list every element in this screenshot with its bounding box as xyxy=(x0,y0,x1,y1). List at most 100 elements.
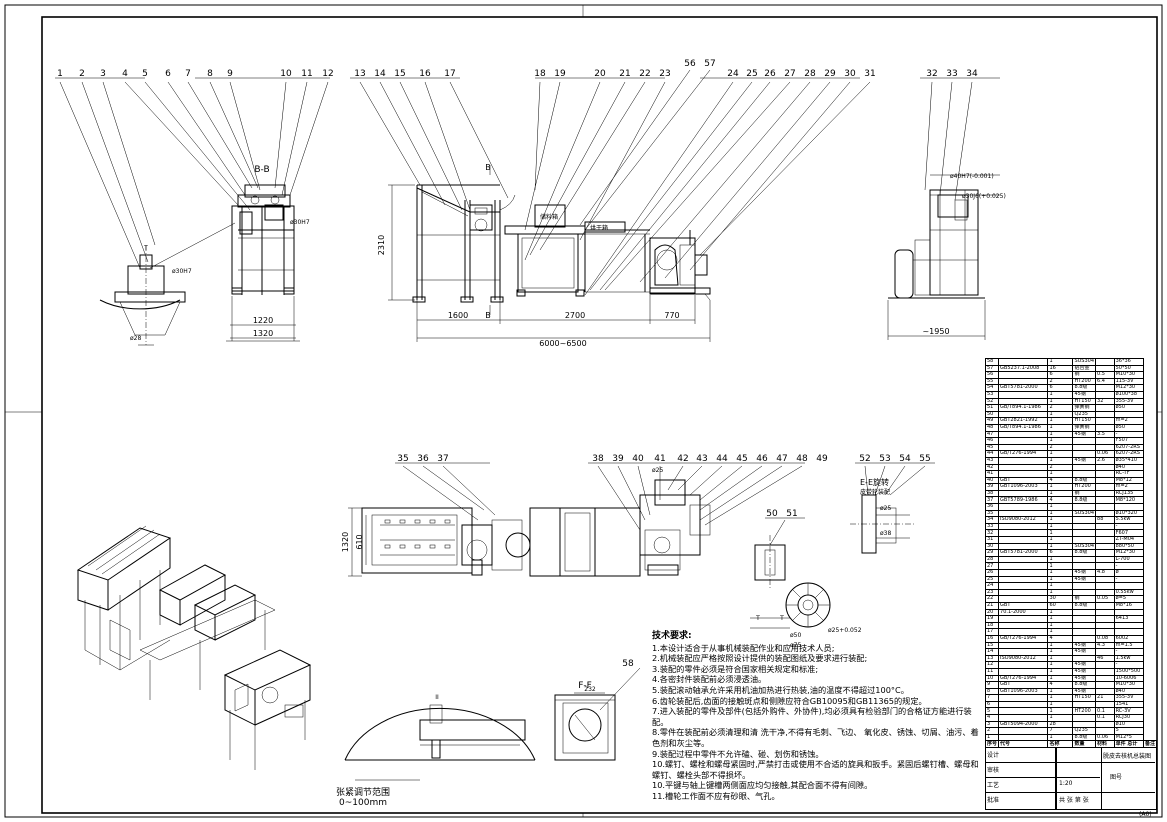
bom-cell: 1 xyxy=(1047,667,1074,676)
bom-cell: 37 xyxy=(984,496,1000,505)
callout-number: 48 xyxy=(796,454,808,464)
callout-number: 10 xyxy=(280,69,292,79)
callout-number: 19 xyxy=(554,69,566,79)
title-approve: 批准 xyxy=(987,797,1000,804)
bom-cell: 5.5kw xyxy=(1113,516,1144,524)
bom-cell: - xyxy=(1113,430,1144,439)
bom-cell: 0.55kw xyxy=(1113,588,1144,597)
bom-cell xyxy=(1113,608,1144,617)
callout-number: 22 xyxy=(639,69,650,79)
bom-cell: ø=5 xyxy=(1113,595,1144,603)
dimension-label: ø25 xyxy=(652,467,663,474)
bom-cell: 48 xyxy=(984,423,1000,432)
callout-number: 32 xyxy=(926,69,937,79)
callout-number: 23 xyxy=(659,69,670,79)
bom-cell: 30 xyxy=(1047,595,1074,603)
section-mark: T xyxy=(779,615,784,622)
bom-cell: M12*30 xyxy=(1113,549,1144,557)
bom-cell: RCJ135 xyxy=(1113,489,1144,498)
bom-cell xyxy=(1095,476,1115,485)
bom-cell: 45钢 xyxy=(1072,674,1097,683)
dimension-label: ø25 xyxy=(880,505,891,512)
bom-cell: HT200 xyxy=(1072,707,1097,716)
callout-number: 54 xyxy=(899,454,911,464)
bom-cell xyxy=(1095,522,1115,531)
note-item: 9.装配过程中零件不允许磕、碰、划伤和锈蚀。 xyxy=(652,748,824,759)
bom-cell: 2 xyxy=(1047,377,1074,386)
callout-number: 12 xyxy=(322,69,333,79)
note-item: 10.螺钉、螺栓和螺母紧固时,严禁打击或使用不合适的旋具和扳手。紧固后螺钉槽、螺… xyxy=(652,759,979,780)
front-view-main: 储料箱 烘干箱 xyxy=(388,165,711,342)
callout-number: 55 xyxy=(919,454,930,464)
dimension-label: ø40H7(-0.001) xyxy=(950,173,994,180)
bom-cell: 46 xyxy=(984,437,1000,445)
callout-number: 51 xyxy=(786,509,797,519)
bom-cell xyxy=(998,509,1049,518)
bom-cell: GBT1096-2003 xyxy=(998,687,1049,696)
side-view-left xyxy=(99,184,300,346)
bom-cell: 6 xyxy=(1047,549,1074,557)
bom-cell: 45钢 xyxy=(1072,641,1097,650)
bom-cell: GBT xyxy=(998,601,1049,610)
note-item: 4.各密封件装配前必须浸透油。 xyxy=(652,674,767,685)
bom-cell xyxy=(998,733,1049,742)
bom-cell xyxy=(1113,628,1144,636)
bom-cell: 52 xyxy=(984,397,1000,406)
bom-cell: 34 xyxy=(984,516,1000,524)
box-label-dryer: 烘干箱 xyxy=(590,224,608,232)
note-item: 5.装配滚动轴承允许采用机油加热进行热装,油的温度不得超过100°C。 xyxy=(652,684,909,695)
bom-cell: 8.8级 xyxy=(1072,733,1097,742)
bom-cell: 1 xyxy=(1047,516,1074,524)
bom-cell: 1 xyxy=(1047,522,1074,531)
bom-cell: 29 xyxy=(984,549,1000,557)
callout-leaders-middle xyxy=(395,462,935,546)
bom-cell xyxy=(1095,720,1115,729)
callout-number: 37 xyxy=(437,454,448,464)
bom-cell: 12 xyxy=(984,661,1000,669)
tension-range-label: 张紧调节范围 xyxy=(336,788,391,798)
bom-cell: F507 xyxy=(1113,437,1144,445)
bom-cell: m=1.5 xyxy=(1113,641,1144,650)
bom-cell xyxy=(1095,417,1115,425)
bom-cell: 2.6 xyxy=(1095,456,1115,465)
bom-cell xyxy=(1095,483,1115,491)
bom-cell xyxy=(998,727,1049,735)
bom-cell xyxy=(1072,470,1097,478)
bom-cell: 1 xyxy=(1047,417,1074,425)
bom-cell: 43 xyxy=(984,456,1000,465)
bom-cell: 31 xyxy=(984,536,1000,544)
bom-cell: 1 xyxy=(1047,456,1074,465)
bom-cell: SUS304 xyxy=(1072,509,1097,518)
dimension-label: ø38 xyxy=(880,530,891,537)
dimension-label: 610 xyxy=(355,534,364,549)
bom-cell: 25 xyxy=(984,575,1000,584)
bom-cell: 57 xyxy=(984,364,1000,373)
bom-cell xyxy=(998,714,1049,722)
bom-cell: 11 xyxy=(984,667,1000,676)
bom-cell: 1 xyxy=(1047,615,1074,623)
bom-cell: 70.1-2000 xyxy=(998,608,1049,617)
bom-cell: 28 xyxy=(1047,720,1074,729)
bom-cell xyxy=(1072,555,1097,564)
callout-number: 36 xyxy=(417,454,429,464)
bom-cell xyxy=(998,437,1049,445)
bom-cell xyxy=(1095,562,1115,570)
dimension-label: ø75 xyxy=(790,642,801,649)
bom-cell: GB/T276-1994 xyxy=(998,634,1049,643)
bom-cell: 14 xyxy=(984,648,1000,656)
callout-number: 49 xyxy=(816,454,828,464)
bom-cell: 9 xyxy=(984,681,1000,689)
bom-cell: GB/T276-1994 xyxy=(998,674,1049,683)
bom-cell xyxy=(1072,628,1097,636)
bom-cell: 4 xyxy=(1047,476,1074,485)
bom-cell: 1541 xyxy=(1113,700,1144,709)
bom-cell: GB5237.1-2008 xyxy=(998,364,1049,373)
bom-cell: 2 xyxy=(1047,443,1074,452)
bom-cell: M12*5 xyxy=(1113,733,1144,742)
